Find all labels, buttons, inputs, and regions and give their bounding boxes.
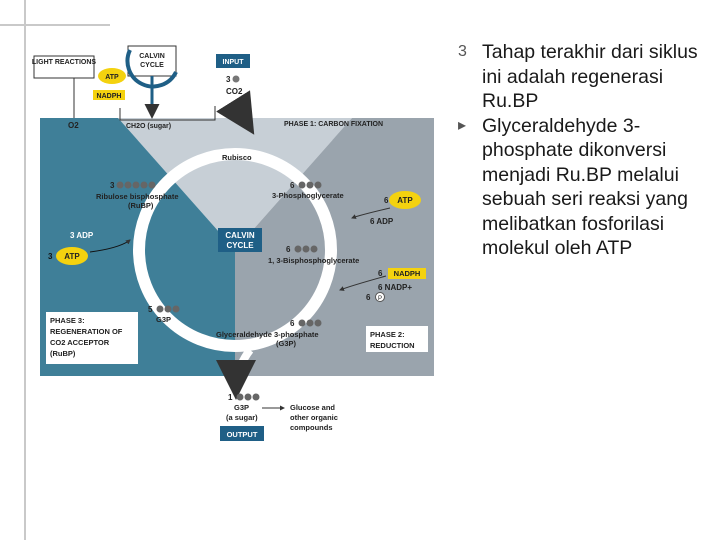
atp-top-label: ATP [105,74,119,81]
six-atp-burst [389,191,421,209]
g3p-five-num: 5 [148,305,153,314]
output-label-2: (a sugar) [226,413,258,422]
six-atp-label: ATP [397,196,413,205]
light-reactions-box [33,55,95,79]
rubp-molecule-dots [116,181,156,189]
glucose-label-1: Glucose and [290,403,335,412]
g3p-six-label-1: Glyceraldehyde 3-phosphate [216,330,319,339]
phase2-label-2: REDUCTION [370,341,415,350]
bullet-list: 3 Tahap terakhir dari siklus ini adalah … [458,40,708,261]
input-num: 3 [226,75,231,84]
pga-num: 6 [290,181,295,190]
rubp-label-2: (RuBP) [128,201,154,210]
calvin-cycle-top-label-2: CYCLE [140,62,164,69]
nadph-top-label: NADPH [97,93,122,100]
frame-left-line [24,0,26,540]
phase3-label-3: CO2 ACCEPTOR [50,338,110,347]
pga-molecule-dots [298,181,322,189]
nadph-top-box [93,90,125,100]
phase2-box [366,326,428,352]
six-nadph-num: 6 [378,269,383,278]
center-calvin-label-2: CYCLE [226,241,254,250]
co2-dot [232,75,240,83]
calvin-cycle-diagram: LIGHT REACTIONS CALVIN CYCLE ATP NADPH O… [32,45,434,441]
three-atp-label: ATP [64,252,80,261]
frame-top-line [0,24,110,26]
three-atp-num: 3 [48,252,53,261]
co2-label: CO2 [226,87,243,96]
bpg-molecule-dots [294,245,318,253]
g3p-five-dots [156,305,180,313]
bullet-marker-icon: ▸ [458,116,467,134]
pi-label: P [378,296,382,302]
ch2o-label: CH2O (sugar) [126,123,171,130]
bullet-text: Tahap terakhir dari siklus ini adalah re… [482,41,698,112]
center-calvin-label-1: CALVIN [225,231,254,240]
output-title-box [220,426,264,441]
rubp-num: 3 [110,181,115,190]
light-reactions-label: LIGHT REACTIONS [32,59,96,66]
phase3-box [46,312,138,364]
output-dots [236,393,260,401]
calvin-top-cycle-arc [125,49,178,89]
output-arrow [216,347,257,400]
calvin-cycle-top-box [127,45,177,77]
three-adp-label: 3 ADP [70,231,94,240]
output-title: OUTPUT [227,430,258,439]
pi-circle [375,292,385,302]
ch2o-return-line [119,106,216,121]
six-nadph-box [388,268,426,279]
g3p-five-label: G3P [156,315,171,324]
input-title: INPUT [223,59,245,66]
glucose-label-3: compounds [290,423,333,432]
six-nadp-label: 6 NADP+ [378,283,412,292]
g3p-six-dots [298,319,322,327]
output-label-1: G3P [234,403,249,412]
pga-label: 3-Phosphoglycerate [272,191,344,200]
phase1-label: PHASE 1: CARBON FIXATION [284,121,383,128]
g3p-six-num: 6 [290,319,295,328]
bullet-item: 3 Tahap terakhir dari siklus ini adalah … [458,40,708,114]
phase3-label-4: (RuBP) [50,349,76,358]
phase1-wedge [118,118,352,250]
three-atp-burst [56,247,88,265]
phase2-label-1: PHASE 2: [370,330,405,339]
bullet-item: ▸ Glyceraldehyde 3-phosphate dikonversi … [458,114,708,261]
six-atp-num: 6 [384,196,389,205]
phase3-label-1: PHASE 3: [50,316,85,325]
nadph-arrow [339,275,387,291]
bpg-num: 6 [286,245,291,254]
six-adp-label: 6 ADP [370,217,394,226]
g3p-six-label-2: (G3P) [276,339,297,348]
six-pi-num: 6 [366,293,371,302]
atp-adp-right-arrow [351,207,391,219]
output-num: 1 [228,393,233,402]
input-title-box [216,54,250,68]
center-calvin-box [218,228,262,252]
co2-entry-arrow [216,90,255,135]
phase3-label-2: REGENERATION OF [50,327,123,336]
cycle-ring [133,148,337,352]
atp-adp-left-arrow [89,239,131,253]
bpg-label: 1, 3-Bisphosphoglycerate [268,256,359,265]
calvin-cycle-top-label-1: CALVIN [139,53,165,60]
glucose-label-2: other organic [290,413,338,422]
bullet-marker: 3 [458,43,467,60]
bullet-text: Glyceraldehyde 3-phosphate dikonversi me… [482,114,688,260]
rubisco-label: Rubisco [222,153,252,162]
atp-top-burst [98,68,126,84]
rubp-label-1: Ribulose bisphosphate [96,192,179,201]
six-nadph-label: NADPH [394,269,421,278]
o2-label: O2 [68,121,79,130]
